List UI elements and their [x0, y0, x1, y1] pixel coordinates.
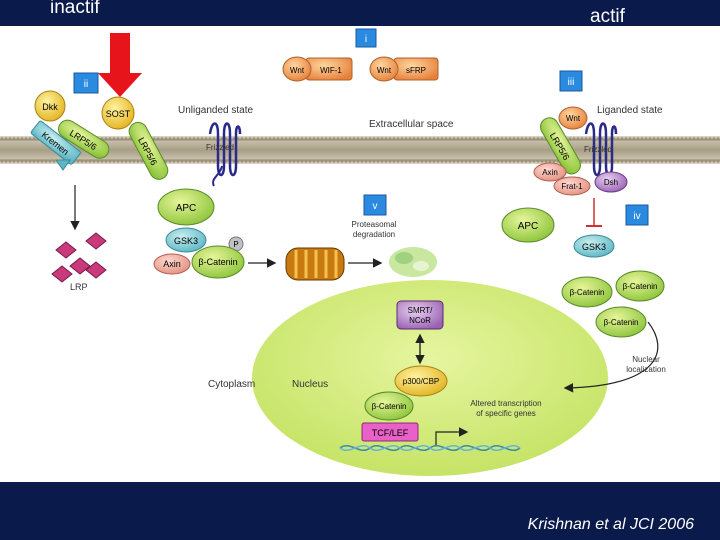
svg-text:GSK3: GSK3 — [174, 236, 198, 246]
kremen-anchor-icon — [55, 159, 71, 171]
gsk3-protein-right: GSK3 — [573, 234, 615, 258]
svg-text:ii: ii — [84, 79, 88, 90]
nuclear-localization-arrow — [563, 321, 659, 393]
bcatenin-protein-left: β-Catenin — [191, 245, 245, 279]
svg-text:β-Catenin: β-Catenin — [570, 288, 605, 297]
bcatenin-protein-b: β-Catenin — [615, 270, 665, 302]
svg-text:APC: APC — [176, 203, 197, 214]
svg-text:APC: APC — [518, 221, 539, 232]
nuclear-label-line1: Nuclear — [632, 355, 660, 364]
lrp-fragments — [51, 232, 107, 283]
wnt-pathway-diagram: i ii iii iv v Wnt WI — [0, 28, 720, 476]
wnt-sfrp-complex: Wnt sFRP — [369, 56, 439, 82]
badge-iii: iii — [559, 70, 583, 92]
diagram-panel: i ii iii iv v Wnt WI — [0, 26, 720, 482]
svg-text:NCoR: NCoR — [409, 316, 431, 325]
proteasomal-label-line2: degradation — [353, 230, 395, 239]
dna-helix-icon — [339, 445, 521, 451]
footer-bar: Krishnan et al JCI 2006 — [0, 482, 720, 540]
extracellular-space-label: Extracellular space — [369, 119, 454, 130]
svg-text:sFRP: sFRP — [406, 66, 426, 75]
badge-iv: iv — [625, 204, 649, 226]
svg-text:Dsh: Dsh — [604, 178, 618, 187]
inactive-label: inactif — [50, 0, 100, 18]
svg-text:Frizzled: Frizzled — [584, 145, 612, 154]
badge-v: v — [363, 194, 387, 216]
cytoplasm-label: Cytoplasm — [208, 379, 255, 390]
badge-ii: ii — [73, 72, 99, 94]
gsk3-protein-left: GSK3 — [165, 227, 207, 253]
nucleus-label: Nucleus — [292, 379, 328, 390]
altered-transcription-line1: Altered transcription — [470, 399, 541, 408]
citation-credit: Krishnan et al JCI 2006 — [527, 516, 694, 533]
p300-cbp-protein: p300/CBP — [394, 365, 448, 397]
wnt-ligand-right: Wnt — [558, 106, 588, 130]
svg-text:Wnt: Wnt — [566, 114, 581, 123]
badge-i: i — [355, 28, 377, 48]
svg-text:iii: iii — [568, 77, 575, 88]
svg-text:Frizzled: Frizzled — [206, 143, 234, 152]
proteasome-icon — [285, 247, 345, 281]
bcatenin-protein-nucleus: β-Catenin — [364, 391, 414, 421]
proteasomal-label-line1: Proteasomal — [352, 220, 397, 229]
svg-text:β-Catenin: β-Catenin — [372, 402, 407, 411]
header-bar: inactif actif — [0, 0, 720, 27]
tcf-lef-protein: TCF/LEF — [361, 422, 419, 442]
axin-protein-left: Axin — [153, 253, 191, 275]
active-label: actif — [590, 6, 625, 27]
svg-text:iv: iv — [633, 211, 640, 222]
bcatenin-protein-a: β-Catenin — [561, 276, 613, 308]
svg-text:Wnt: Wnt — [290, 66, 305, 75]
axin-protein-right: Axin — [533, 162, 567, 182]
svg-text:Axin: Axin — [163, 259, 181, 269]
svg-text:TCF/LEF: TCF/LEF — [372, 428, 409, 438]
sost-protein: SOST — [101, 96, 135, 130]
svg-text:Wnt: Wnt — [377, 66, 392, 75]
frizzled-receptor-left: Frizzled — [206, 122, 242, 187]
smrt-ncor-protein: SMRT/ NCoR — [396, 300, 444, 330]
svg-text:β-Catenin: β-Catenin — [198, 257, 237, 267]
liganded-state-label: Liganded state — [597, 105, 663, 116]
bcatenin-protein-c: β-Catenin — [595, 306, 647, 338]
red-arrow-icon — [98, 33, 142, 97]
svg-text:p300/CBP: p300/CBP — [403, 377, 439, 386]
svg-text:v: v — [373, 201, 378, 212]
frat1-protein: Frat-1 — [553, 176, 591, 196]
wnt-wif1-complex: Wnt WIF-1 — [282, 56, 353, 82]
dsh-protein: Dsh — [594, 171, 628, 193]
degraded-fragments-icon — [389, 247, 437, 277]
altered-transcription-line2: of specific genes — [476, 409, 536, 418]
svg-text:Dkk: Dkk — [42, 102, 58, 112]
unliganded-state-label: Unliganded state — [178, 105, 253, 116]
svg-text:β-Catenin: β-Catenin — [604, 318, 639, 327]
svg-text:Frat-1: Frat-1 — [561, 182, 583, 191]
svg-text:WIF-1: WIF-1 — [320, 66, 342, 75]
svg-text:SMRT/: SMRT/ — [408, 306, 434, 315]
frizzled-receptor-right: Frizzled — [584, 122, 618, 177]
apc-protein-left: APC — [157, 188, 215, 226]
svg-text:i: i — [365, 34, 367, 45]
svg-text:Axin: Axin — [542, 168, 558, 177]
gsk3-inhibition-icon — [586, 198, 602, 227]
lrp-label: LRP — [70, 282, 88, 292]
nuclear-label-line2: localization — [626, 365, 666, 374]
dkk-protein: Dkk — [34, 90, 66, 122]
svg-text:SOST: SOST — [106, 109, 131, 119]
transcription-arrow — [435, 427, 469, 446]
apc-protein-right: APC — [501, 207, 555, 243]
svg-text:GSK3: GSK3 — [582, 242, 606, 252]
svg-text:P: P — [233, 240, 238, 249]
svg-text:β-Catenin: β-Catenin — [623, 282, 658, 291]
